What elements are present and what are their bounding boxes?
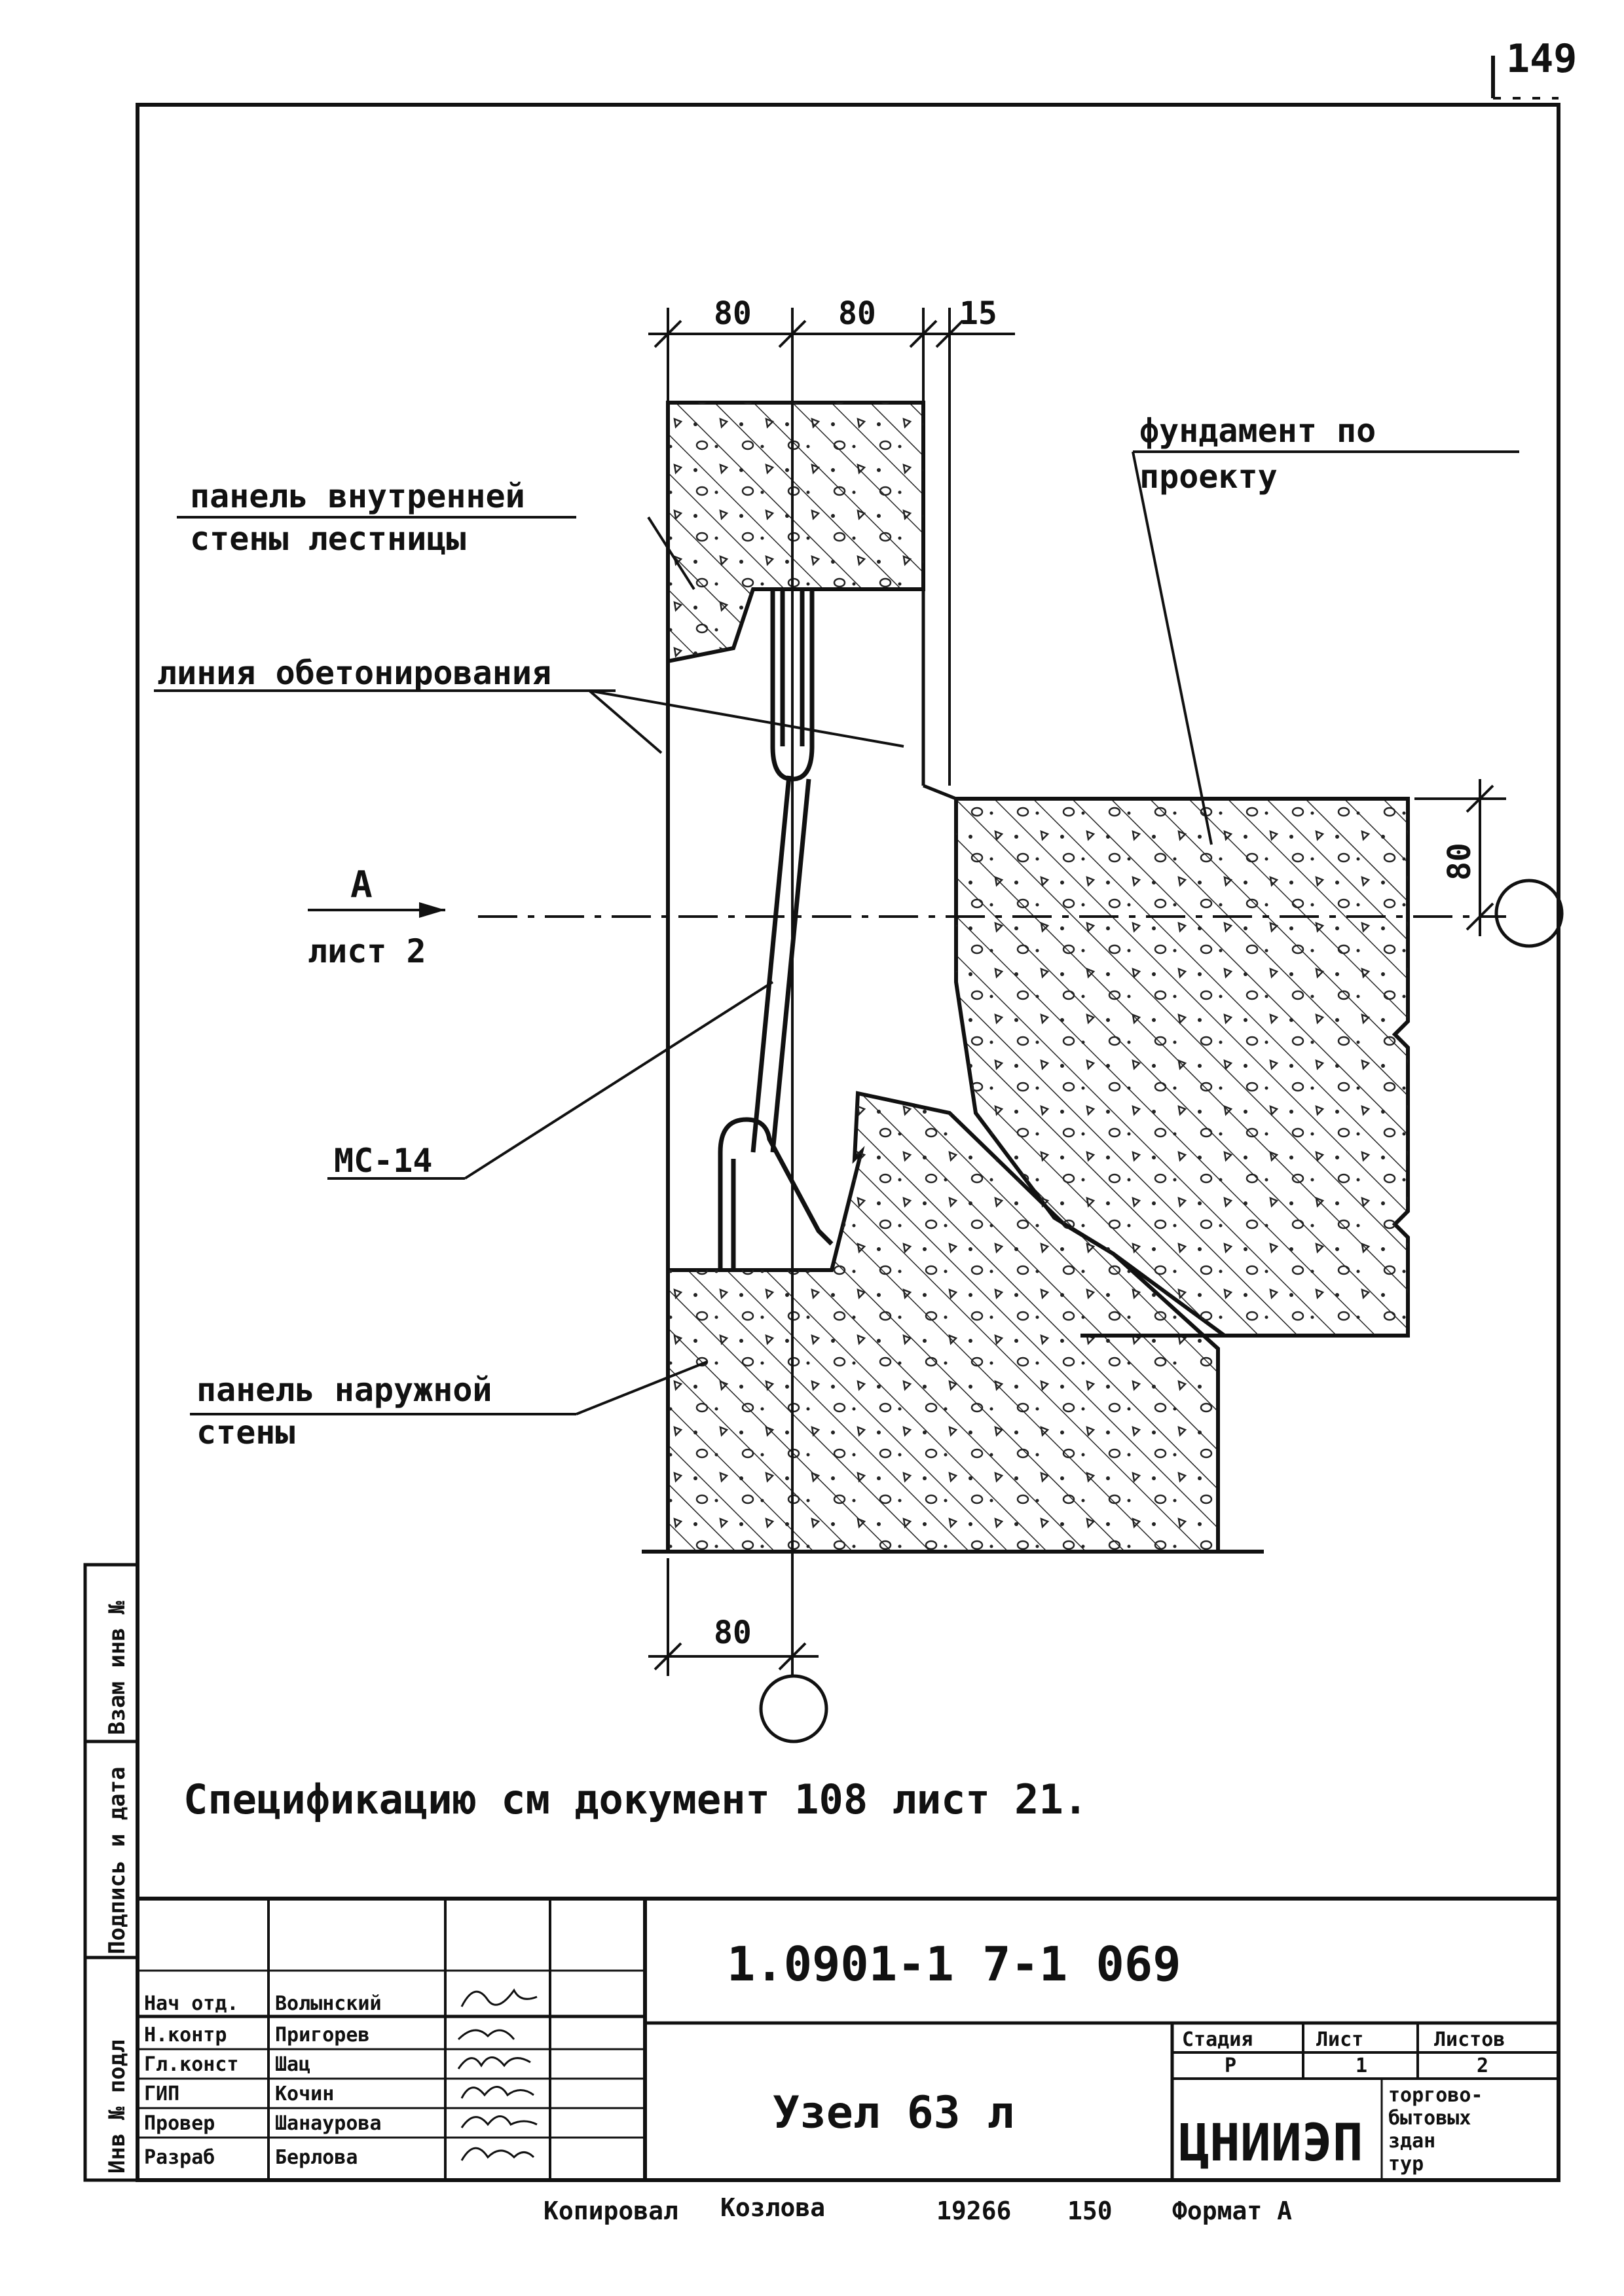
inner-panel-label-1: панель внутренней [190,477,525,515]
role-1: Нач отд. [144,1992,239,2015]
role-3: Гл.конст [144,2053,239,2076]
order-number: 19266 [936,2196,1011,2225]
dimension-lines [648,308,1506,1676]
dimension-top-b: 80 [838,295,876,332]
sheets-value: 2 [1477,2054,1488,2077]
format-label: Формат А [1172,2196,1292,2225]
construction-lines [478,308,1506,1676]
name-2: Пригорев [275,2024,370,2047]
name-6: Берлова [275,2146,358,2169]
sheet-frame [136,56,1560,2182]
organization-note-1: торгово- [1388,2084,1483,2107]
title-block [138,1897,1559,2180]
document-code: 1.0901-1 7-1 069 [727,1937,1181,1992]
role-6: Разраб [144,2146,215,2169]
specification-note: Спецификацию см документ 108 лист 21. [183,1776,1088,1823]
organization-note-2: бытовых [1388,2107,1471,2130]
name-5: Шанаурова [275,2112,382,2135]
concreting-line-label: линия обетонирования [157,654,551,692]
sheet-value: 1 [1356,2054,1367,2077]
axis-marker-bottom [759,1674,828,1743]
outer-panel-label-2: стены [196,1413,295,1451]
side-stamp-replace: Взам инв № [104,1601,130,1735]
bracket-mc14 [718,589,834,1270]
section-letter: А [350,864,373,906]
foundation-label-2: проекту [1139,458,1278,496]
role-4: ГИП [144,2083,179,2105]
role-5: Провер [144,2112,215,2135]
copies-count: 150 [1067,2196,1113,2225]
dimension-top-c: 15 [959,295,997,332]
name-4: Кочин [275,2083,334,2105]
dimension-bottom: 80 [714,1614,752,1651]
dimension-top-a: 80 [714,295,752,332]
name-1: Волынский [275,1992,382,2015]
role-2: Н.контр [144,2024,227,2047]
foundation [954,797,1410,1338]
foundation-label-1: фундамент по [1139,412,1376,450]
bracket-label: МС-14 [334,1142,433,1180]
axis-marker-right [1494,879,1564,948]
leader-lines [154,450,1519,1415]
section-sheet-ref: лист 2 [308,932,426,970]
stage-value: Р [1225,2054,1236,2077]
sheets-header: Листов [1434,2028,1505,2051]
copied-name: Козлова [720,2193,825,2222]
side-stamp [83,1563,139,2182]
stage-header: Стадия [1182,2028,1253,2051]
sheet-corner-number: 149 [1506,36,1577,82]
organization-note-4: тур [1388,2153,1424,2176]
sheet-header: Лист [1316,2028,1363,2051]
side-stamp-signature: Подпись и дата [104,1766,130,1954]
side-stamp-inv: Инв № подл [104,2039,130,2174]
outer-panel-label-1: панель наружной [196,1371,492,1409]
organization-note-3: здан [1388,2130,1435,2153]
name-3: Шац [275,2053,310,2076]
inner-panel-label-2: стены лестницы [190,520,466,558]
sheet-title: Узел 63 л [773,2087,1014,2139]
signatures [457,1988,538,2161]
copied-label: Копировал [544,2196,678,2225]
inner-wall-panel [666,401,925,664]
organization-name: ЦНИИЭП [1179,2114,1363,2173]
dimension-right: 80 [1441,843,1478,881]
